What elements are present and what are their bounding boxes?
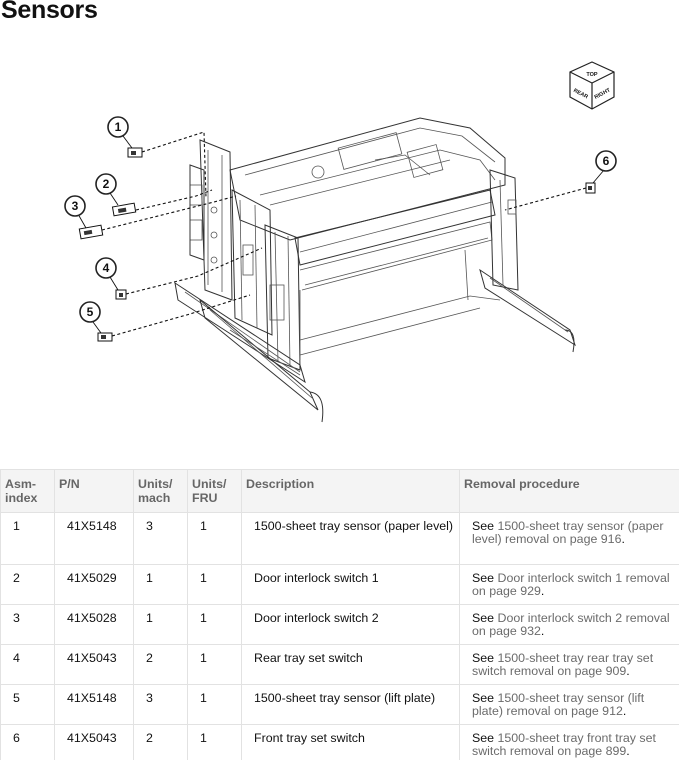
cell-units-mach: 2 bbox=[133, 724, 188, 760]
table-row: 6 41X5043 2 1 Front tray set switch See … bbox=[0, 724, 679, 760]
cell-asm: 2 bbox=[0, 564, 55, 605]
removal-suffix: . bbox=[626, 744, 630, 758]
cell-asm: 4 bbox=[0, 644, 55, 685]
sensor-part-4 bbox=[115, 289, 127, 300]
removal-prefix: See bbox=[472, 651, 498, 665]
header-removal: Removal procedure bbox=[459, 469, 679, 513]
table-row: 5 41X5148 3 1 1500-sheet tray sensor (li… bbox=[0, 684, 679, 725]
callout-1: 1 bbox=[107, 116, 129, 138]
callout-5: 5 bbox=[79, 301, 101, 323]
svg-text:1: 1 bbox=[115, 120, 122, 134]
cell-removal: See 1500-sheet tray sensor (lift plate) … bbox=[459, 684, 679, 725]
cell-description: Rear tray set switch bbox=[241, 644, 460, 685]
parts-table: Asm- index P/N Units/ mach Units/ FRU De… bbox=[0, 469, 679, 760]
cell-description: 1500-sheet tray sensor (lift plate) bbox=[241, 684, 460, 725]
cell-asm: 1 bbox=[0, 512, 55, 565]
cell-pn: 41X5028 bbox=[54, 604, 134, 645]
sensor-part-1 bbox=[127, 147, 143, 158]
cell-units-fru: 1 bbox=[187, 644, 242, 685]
removal-suffix: . bbox=[540, 584, 545, 598]
exploded-view-diagram: TOP REAR RIGHT bbox=[64, 61, 617, 423]
removal-suffix: . bbox=[621, 532, 625, 546]
removal-link[interactable]: Door interlock switch 2 removal on page … bbox=[472, 611, 670, 638]
cell-units-mach: 3 bbox=[133, 512, 188, 565]
removal-link[interactable]: 1500-sheet tray sensor (lift plate) remo… bbox=[472, 691, 645, 718]
cell-pn: 41X5148 bbox=[54, 684, 134, 725]
cell-units-fru: 1 bbox=[187, 512, 242, 565]
header-units-fru: Units/ FRU bbox=[187, 469, 242, 513]
cell-description: 1500-sheet tray sensor (paper level) bbox=[241, 512, 460, 565]
cell-asm: 3 bbox=[0, 604, 55, 645]
cell-description: Door interlock switch 2 bbox=[241, 604, 460, 645]
sensor-part-3 bbox=[78, 224, 104, 240]
svg-text:5: 5 bbox=[87, 305, 94, 319]
removal-prefix: See bbox=[472, 691, 498, 705]
sensor-part-6 bbox=[585, 182, 596, 194]
cell-units-fru: 1 bbox=[187, 604, 242, 645]
svg-text:4: 4 bbox=[103, 261, 110, 275]
cell-units-mach: 1 bbox=[133, 564, 188, 605]
cell-asm: 6 bbox=[0, 724, 55, 760]
removal-suffix: . bbox=[622, 704, 627, 718]
cell-description: Door interlock switch 1 bbox=[241, 564, 460, 605]
cell-removal: See Door interlock switch 1 removal on p… bbox=[459, 564, 679, 605]
removal-suffix: . bbox=[626, 664, 630, 678]
sensor-part-2 bbox=[111, 202, 137, 217]
callout-2: 2 bbox=[95, 173, 117, 195]
cell-pn: 41X5148 bbox=[54, 512, 134, 565]
header-pn: P/N bbox=[54, 469, 134, 513]
table-row: 3 41X5028 1 1 Door interlock switch 2 Se… bbox=[0, 604, 679, 645]
cell-removal: See 1500-sheet tray rear tray set switch… bbox=[459, 644, 679, 685]
removal-link[interactable]: 1500-sheet tray rear tray set switch rem… bbox=[472, 651, 654, 678]
table-row: 2 41X5029 1 1 Door interlock switch 1 Se… bbox=[0, 564, 679, 605]
removal-prefix: See bbox=[472, 519, 498, 533]
orientation-cube: TOP REAR RIGHT bbox=[569, 61, 615, 110]
table-row: 4 41X5043 2 1 Rear tray set switch See 1… bbox=[0, 644, 679, 685]
removal-prefix: See bbox=[472, 571, 498, 585]
table-header-row: Asm- index P/N Units/ mach Units/ FRU De… bbox=[0, 469, 679, 513]
removal-suffix: . bbox=[540, 624, 545, 638]
header-units-mach: Units/ mach bbox=[133, 469, 188, 513]
cell-removal: See 1500-sheet tray front tray set switc… bbox=[459, 724, 679, 760]
header-description: Description bbox=[241, 469, 460, 513]
sensor-part-5 bbox=[97, 332, 113, 342]
cell-units-fru: 1 bbox=[187, 564, 242, 605]
removal-prefix: See bbox=[472, 611, 498, 625]
svg-text:6: 6 bbox=[603, 154, 610, 168]
header-asm-index: Asm- index bbox=[0, 469, 55, 513]
svg-text:3: 3 bbox=[72, 199, 79, 213]
cell-removal: See 1500-sheet tray sensor (paper level)… bbox=[459, 512, 679, 565]
page-title: Sensors bbox=[1, 0, 98, 24]
cell-units-mach: 1 bbox=[133, 604, 188, 645]
removal-prefix: See bbox=[472, 731, 498, 745]
cell-removal: See Door interlock switch 2 removal on p… bbox=[459, 604, 679, 645]
cell-description: Front tray set switch bbox=[241, 724, 460, 760]
cell-units-fru: 1 bbox=[187, 724, 242, 760]
table-row: 1 41X5148 3 1 1500-sheet tray sensor (pa… bbox=[0, 512, 679, 565]
cell-pn: 41X5043 bbox=[54, 644, 134, 685]
cell-units-mach: 3 bbox=[133, 684, 188, 725]
removal-link[interactable]: Door interlock switch 1 removal on page … bbox=[472, 571, 670, 598]
cell-pn: 41X5029 bbox=[54, 564, 134, 605]
cell-units-mach: 2 bbox=[133, 644, 188, 685]
removal-link[interactable]: 1500-sheet tray sensor (paper level) rem… bbox=[472, 519, 664, 546]
cell-asm: 5 bbox=[0, 684, 55, 725]
cell-units-fru: 1 bbox=[187, 684, 242, 725]
callout-4: 4 bbox=[95, 257, 117, 279]
removal-link[interactable]: 1500-sheet tray front tray set switch re… bbox=[472, 731, 656, 758]
callout-3: 3 bbox=[64, 195, 86, 217]
callout-6: 6 bbox=[595, 150, 617, 172]
cell-pn: 41X5043 bbox=[54, 724, 134, 760]
svg-text:2: 2 bbox=[103, 177, 110, 191]
cube-top-label: TOP bbox=[586, 72, 598, 78]
tray-frame bbox=[174, 117, 576, 423]
